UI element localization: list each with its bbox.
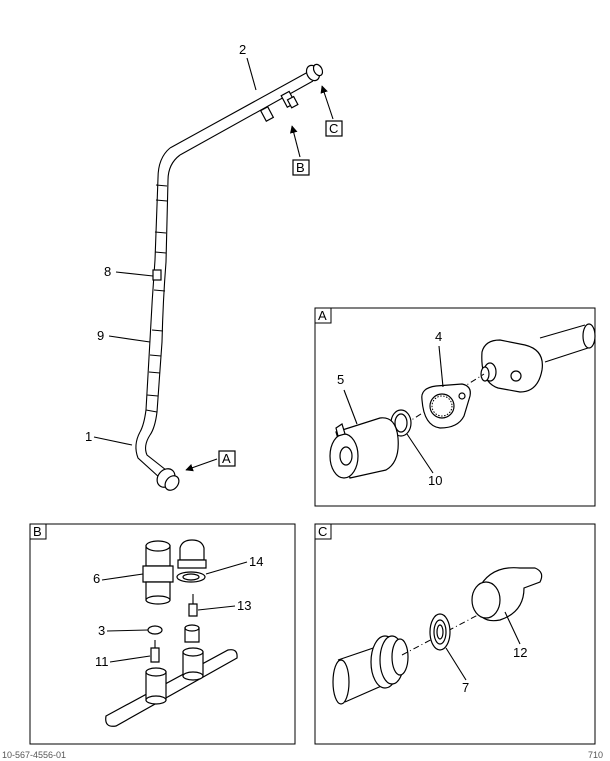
callout-11: 11 xyxy=(95,654,109,669)
footer-left: 10-567-4556-01 xyxy=(2,750,66,760)
callout-7: 7 xyxy=(462,680,469,695)
panel-b-label: B xyxy=(33,524,42,539)
tube-assembly xyxy=(135,63,324,491)
callout-2: 2 xyxy=(239,42,246,57)
lower-tube xyxy=(135,431,180,491)
callout-8: 8 xyxy=(104,264,111,279)
detail-panel-c: C xyxy=(314,523,596,745)
callout-4: 4 xyxy=(435,329,442,344)
upper-tube xyxy=(169,63,324,156)
callout-9: 9 xyxy=(97,328,104,343)
svg-text:C: C xyxy=(329,121,338,136)
callout-1: 1 xyxy=(85,429,92,444)
tube-fittings xyxy=(259,90,299,122)
callout-6: 6 xyxy=(93,571,100,586)
callout-14: 14 xyxy=(249,554,263,569)
svg-text:A: A xyxy=(222,451,231,466)
detail-panel-a: A xyxy=(314,307,596,507)
callout-13: 13 xyxy=(237,598,251,613)
callout-5: 5 xyxy=(337,372,344,387)
view-ref-c[interactable]: C xyxy=(320,85,343,137)
svg-text:B: B xyxy=(296,160,305,175)
view-ref-a[interactable]: A xyxy=(185,450,236,472)
view-ref-b[interactable]: B xyxy=(290,125,310,176)
callout-10: 10 xyxy=(428,473,442,488)
footer-right: 710 xyxy=(588,750,603,760)
panel-c-label: C xyxy=(318,524,327,539)
panel-a-label: A xyxy=(318,308,327,323)
callout-3: 3 xyxy=(98,623,105,638)
hose xyxy=(139,147,181,436)
detail-panel-b: B xyxy=(29,523,296,745)
callout-12: 12 xyxy=(513,645,527,660)
